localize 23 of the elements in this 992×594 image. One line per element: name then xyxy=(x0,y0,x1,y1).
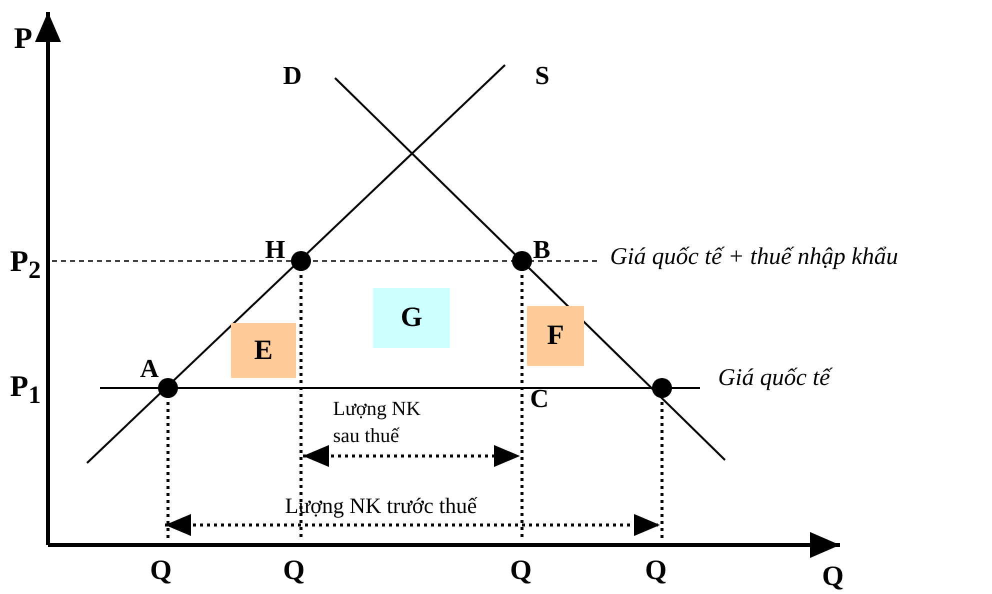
curve-label: S xyxy=(535,62,550,91)
shaded-area xyxy=(373,288,450,348)
axis-label: P xyxy=(14,22,32,55)
axis-label: Q xyxy=(150,556,172,587)
axis-label: P$_{1}$ xyxy=(10,370,41,410)
point-label: A xyxy=(140,355,159,384)
axis-label: P$_{2}$ xyxy=(10,245,41,284)
shaded-area xyxy=(527,306,584,366)
axis-label: Q xyxy=(283,556,305,587)
axis-label: Q xyxy=(510,556,532,587)
curve-label: D xyxy=(283,62,302,91)
area-label: E xyxy=(254,334,273,366)
point-label: C xyxy=(530,385,549,414)
dimension-label: Lượng NK sau thuế xyxy=(333,397,422,449)
area-label: F xyxy=(546,320,564,352)
area-label: G xyxy=(400,302,422,334)
price-label: Giá quốc tế + thuế nhập khẩu xyxy=(610,244,898,270)
dimension-label: Lượng NK trước thuế xyxy=(285,494,477,518)
point-label: H xyxy=(265,236,286,265)
axis-label: Q xyxy=(822,562,844,593)
shaded-area xyxy=(231,323,296,378)
axis-label: Q xyxy=(645,556,667,587)
point-label: B xyxy=(533,236,550,265)
